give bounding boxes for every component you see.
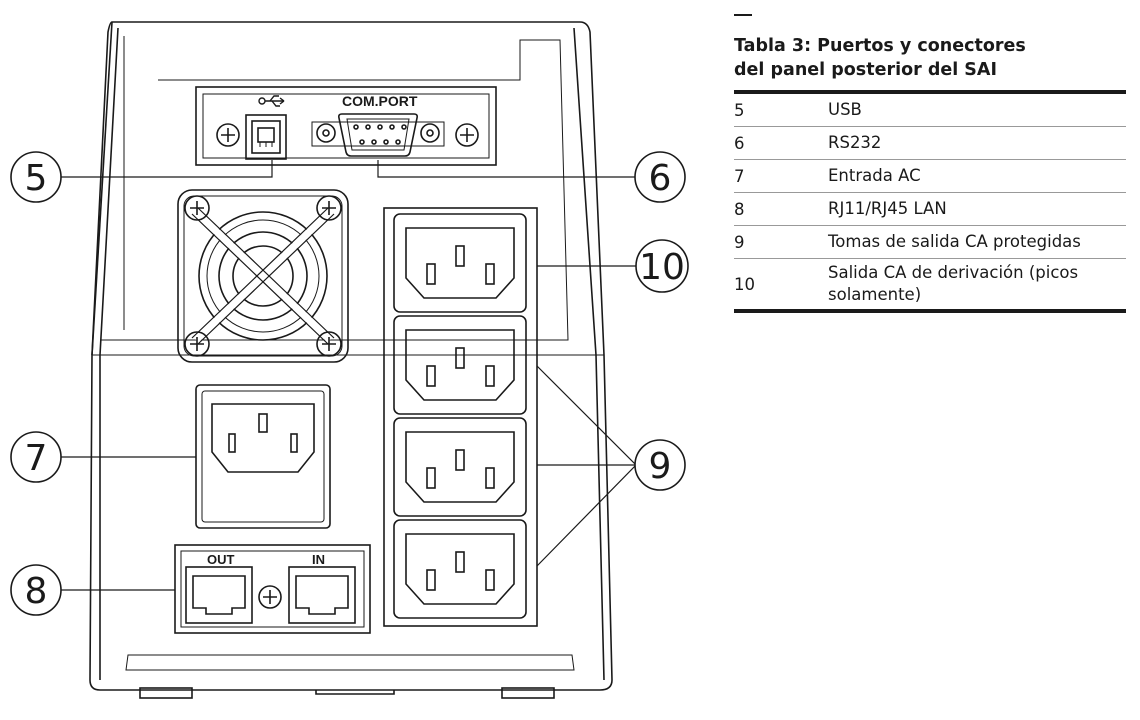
row-number: 9 [734,225,828,259]
screw-icon [455,123,479,147]
ups-body [89,21,613,699]
usb-icon [258,95,285,107]
callout-8: 8 [10,564,62,616]
outlet [393,417,527,517]
screw-icon [216,123,240,147]
outlet [393,519,527,619]
screw-icon [258,585,282,609]
callout-leader-lines [60,160,637,591]
screw-icon [184,195,210,221]
screw-icon [316,195,342,221]
row-description: RS232 [828,126,1126,160]
screw-icon [316,331,342,357]
rj-lan-ports: OUT IN [174,544,371,634]
row-description: Salida CA de derivación (picos solamente… [828,263,1079,304]
db9-serial-port [311,113,445,157]
row-description: Tomas de salida CA protegidas [828,225,1126,259]
rj-in-port [288,566,356,624]
row-number: 10 [734,274,755,294]
usb-port [245,114,287,160]
ports-table: 5 USB 6 RS232 7 Entrada AC 8 RJ11/RJ45 L… [734,90,1126,313]
outlet [393,213,527,313]
ac-output-outlets [383,207,538,627]
rj-out-port [185,566,253,624]
callout-10-label: 10 [639,247,685,288]
callout-7-label: 7 [25,438,48,479]
ac-input-socket [195,384,331,529]
row-description: Entrada AC [828,159,1126,193]
row-number: 6 [734,126,828,160]
rj-out-label: OUT [207,552,235,567]
callout-7: 7 [10,431,62,483]
outlet [393,315,527,415]
table-row: 8 RJ11/RJ45 LAN [734,192,1126,226]
table-row: 5 USB [734,92,1126,127]
table-row: 7 Entrada AC [734,159,1126,193]
table-row: 9 Tomas de salida CA protegidas [734,225,1126,259]
com-port-label: COM.PORT [342,93,418,109]
rj-in-label: IN [312,552,325,567]
table-row: 6 RS232 [734,126,1126,160]
screw-icon [184,331,210,357]
callout-9: 9 [634,439,686,491]
callout-6-label: 6 [649,158,672,199]
com-port-plate: COM.PORT [195,86,497,166]
row-number: 8 [734,192,828,226]
row-number: 5 [734,92,828,127]
row-description: USB [828,92,1126,127]
row-number: 7 [734,159,828,193]
callout-10: 10 [635,239,689,293]
callout-9-label: 9 [649,446,672,487]
cooling-fan [177,189,349,363]
callout-8-label: 8 [25,571,48,612]
callout-5: 5 [10,151,62,203]
table-title-line-1: Tabla 3: Puertos y conectores [734,36,1026,56]
ups-rear-panel-diagram: COM.PORT OUT [10,21,689,699]
table-title-line-2: del panel posterior del SAI [734,60,997,80]
callout-6: 6 [634,151,686,203]
table-title: Tabla 3: Puertos y conectores del panel … [734,34,1126,82]
ports-table-panel: Tabla 3: Puertos y conectores del panel … [734,14,1126,313]
table-row: 10 Salida CA de derivación (picos solame… [734,259,1126,312]
title-dash [734,14,752,16]
row-description: RJ11/RJ45 LAN [828,192,1126,226]
callout-5-label: 5 [25,158,48,199]
